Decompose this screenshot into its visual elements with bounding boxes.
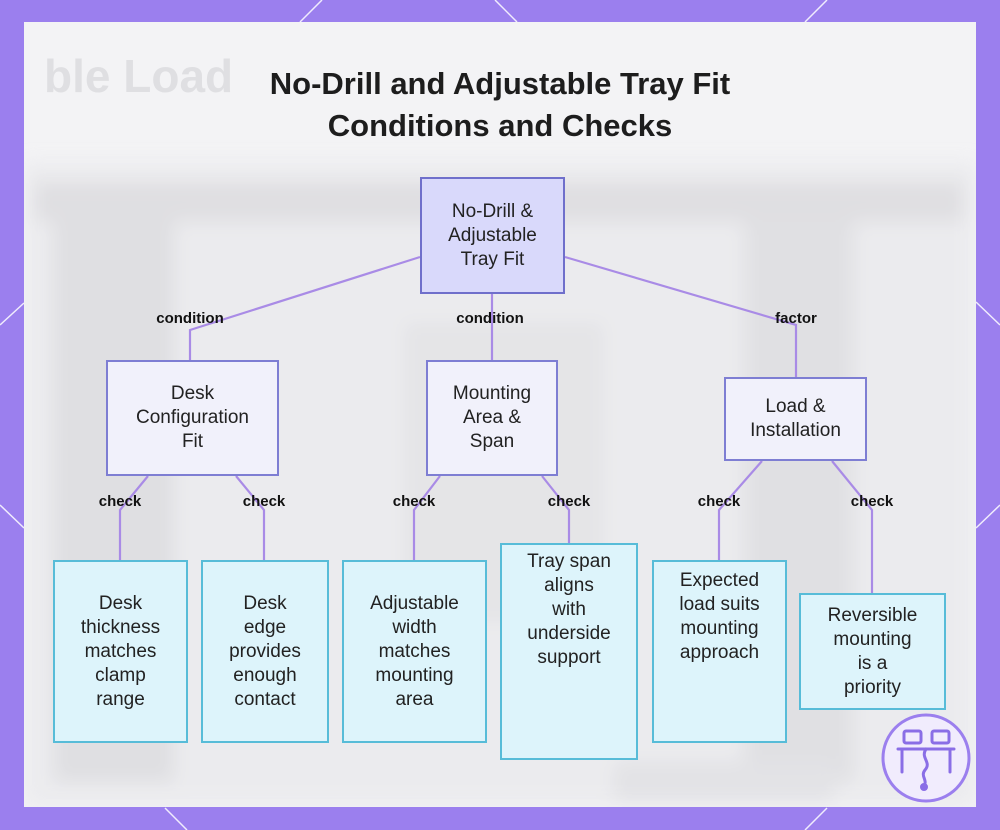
node-load-installation: Load & Installation bbox=[724, 377, 867, 461]
node-desk-edge-line: contact bbox=[229, 688, 301, 712]
edge-label-desk-edge: check bbox=[243, 493, 286, 510]
node-desk-edge-line: provides bbox=[229, 640, 301, 664]
edge-root-desk bbox=[190, 257, 420, 360]
node-desk-edge-line: edge bbox=[229, 616, 301, 640]
node-desk-thickness-line: thickness bbox=[81, 616, 160, 640]
node-adjustable-width-line: width bbox=[370, 616, 459, 640]
node-tray-span-line: underside bbox=[527, 622, 611, 646]
edge-label-load-reversible: check bbox=[851, 493, 894, 510]
node-desk-configuration-fit: Desk Configuration Fit bbox=[106, 360, 279, 476]
edge-desk-edge bbox=[236, 476, 264, 560]
node-reversible-mounting: Reversible mounting is a priority bbox=[799, 593, 946, 710]
node-tray-span-line: support bbox=[527, 646, 611, 670]
node-desk-configuration-fit-line: Configuration bbox=[136, 406, 249, 430]
node-mounting-area-span-line: Span bbox=[453, 430, 531, 454]
node-expected-load-line: mounting bbox=[679, 617, 759, 641]
edge-label-mounting-width: check bbox=[393, 493, 436, 510]
node-adjustable-width-line: mounting bbox=[370, 664, 459, 688]
node-desk-thickness: Desk thickness matches clamp range bbox=[53, 560, 188, 743]
node-reversible-mounting-line: priority bbox=[828, 676, 918, 700]
node-root: No-Drill & Adjustable Tray Fit bbox=[420, 177, 565, 294]
node-mounting-area-span-line: Area & bbox=[453, 406, 531, 430]
edge-root-load bbox=[565, 257, 796, 377]
node-expected-load-line: approach bbox=[679, 641, 759, 665]
node-root-line: Adjustable bbox=[448, 224, 537, 248]
node-desk-edge: Desk edge provides enough contact bbox=[201, 560, 329, 743]
node-tray-span-line: aligns bbox=[527, 574, 611, 598]
node-load-installation-line: Load & bbox=[750, 395, 841, 419]
node-expected-load: Expected load suits mounting approach bbox=[652, 560, 787, 743]
node-root-line: Tray Fit bbox=[448, 248, 537, 272]
node-reversible-mounting-line: mounting bbox=[828, 628, 918, 652]
node-desk-configuration-fit-line: Desk bbox=[136, 382, 249, 406]
node-desk-thickness-line: matches bbox=[81, 640, 160, 664]
node-desk-thickness-line: range bbox=[81, 688, 160, 712]
edge-load-reversible bbox=[832, 461, 872, 593]
node-reversible-mounting-line: is a bbox=[828, 652, 918, 676]
node-adjustable-width-line: Adjustable bbox=[370, 592, 459, 616]
node-expected-load-line: Expected bbox=[679, 569, 759, 593]
node-adjustable-width-line: area bbox=[370, 688, 459, 712]
node-expected-load-line: load suits bbox=[679, 593, 759, 617]
node-desk-edge-line: enough bbox=[229, 664, 301, 688]
edge-mounting-width bbox=[414, 476, 440, 560]
node-tray-span-line: with bbox=[527, 598, 611, 622]
edge-label-root-load: factor bbox=[775, 310, 817, 327]
edge-label-root-desk: condition bbox=[156, 310, 224, 327]
node-mounting-area-span: Mounting Area & Span bbox=[426, 360, 558, 476]
node-tray-span-line: Tray span bbox=[527, 550, 611, 574]
edge-label-mounting-span: check bbox=[548, 493, 591, 510]
node-desk-configuration-fit-line: Fit bbox=[136, 430, 249, 454]
node-reversible-mounting-line: Reversible bbox=[828, 604, 918, 628]
edge-label-root-mounting: condition bbox=[456, 310, 524, 327]
edge-load-load bbox=[719, 461, 762, 560]
node-desk-thickness-line: Desk bbox=[81, 592, 160, 616]
node-adjustable-width-line: matches bbox=[370, 640, 459, 664]
edge-desk-thickness bbox=[120, 476, 148, 560]
node-root-line: No-Drill & bbox=[448, 200, 537, 224]
node-load-installation-line: Installation bbox=[750, 419, 841, 443]
node-desk-edge-line: Desk bbox=[229, 592, 301, 616]
node-tray-span: Tray span aligns with underside support bbox=[500, 543, 638, 760]
edge-label-desk-thickness: check bbox=[99, 493, 142, 510]
desk-workstation-icon bbox=[880, 712, 972, 804]
node-desk-thickness-line: clamp bbox=[81, 664, 160, 688]
node-adjustable-width: Adjustable width matches mounting area bbox=[342, 560, 487, 743]
edge-label-load-load: check bbox=[698, 493, 741, 510]
node-mounting-area-span-line: Mounting bbox=[453, 382, 531, 406]
